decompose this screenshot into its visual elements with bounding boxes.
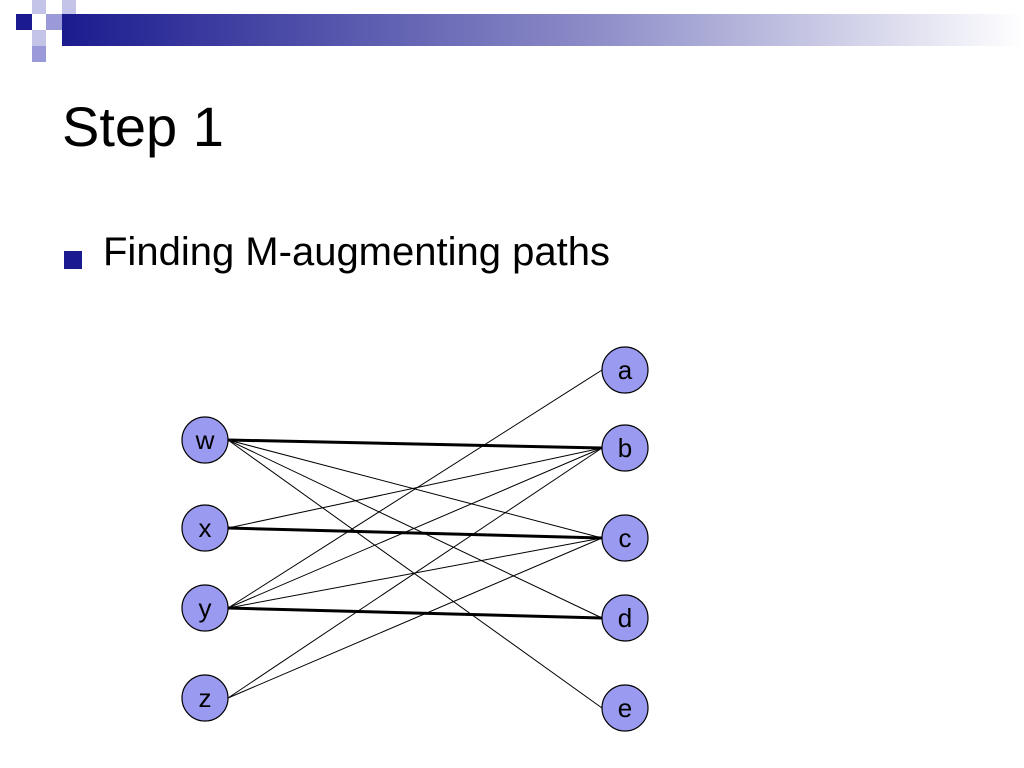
node-label-z: z [199, 683, 212, 713]
node-c: c [601, 514, 649, 562]
node-label-b: b [618, 433, 632, 463]
node-x: x [181, 504, 229, 552]
edge-w-e [227, 439, 603, 709]
graph-nodes: w x y z a b c d e [181, 346, 649, 732]
header-gradient-bar [62, 14, 1024, 46]
header-square [16, 14, 32, 30]
node-label-e: e [618, 693, 632, 723]
bullet-text: Finding M-augmenting paths [103, 230, 610, 274]
node-label-w: w [195, 425, 215, 455]
graph-edges [227, 369, 603, 709]
edge-x-c-matched [227, 526, 603, 540]
node-label-c: c [619, 523, 632, 553]
header-square [32, 0, 46, 14]
node-circle-y [181, 584, 229, 632]
edge-x-b [227, 447, 603, 529]
edge-z-c [227, 537, 603, 699]
node-circle-w [181, 416, 229, 464]
edge-w-b-matched [227, 438, 603, 450]
node-b: b [601, 424, 649, 472]
node-y: y [181, 584, 229, 632]
node-label-d: d [618, 603, 632, 633]
node-circle-z [181, 674, 229, 722]
node-a: a [601, 346, 649, 394]
edge-w-d [227, 439, 603, 619]
edge-y-b [227, 447, 603, 609]
node-circle-e [601, 684, 649, 732]
header-square [62, 0, 76, 14]
node-label-y: y [199, 593, 212, 623]
node-e: e [601, 684, 649, 732]
node-circle-x [181, 504, 229, 552]
header-square [32, 46, 46, 62]
node-circle-a [601, 346, 649, 394]
node-circle-d [601, 594, 649, 642]
bullet-square-icon [64, 251, 82, 269]
header-square [46, 14, 62, 30]
slide-title: Step 1 [62, 95, 224, 158]
edge-y-d-matched [227, 606, 603, 620]
edge-z-b [227, 447, 603, 699]
node-label-x: x [199, 513, 212, 543]
node-w: w [181, 416, 229, 464]
node-label-a: a [618, 355, 633, 385]
header-decoration [16, 0, 1024, 62]
node-circle-c [601, 514, 649, 562]
node-d: d [601, 594, 649, 642]
header-square [32, 30, 46, 46]
edge-y-a [227, 369, 603, 609]
node-circle-b [601, 424, 649, 472]
node-z: z [181, 674, 229, 722]
